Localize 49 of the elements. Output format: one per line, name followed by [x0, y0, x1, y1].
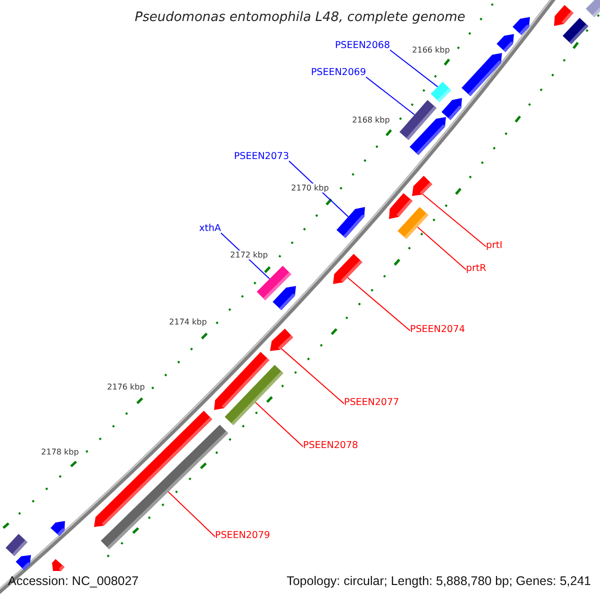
gene-block — [586, 0, 600, 18]
gene-marker — [442, 98, 462, 120]
map-title: Pseudomonas entomophila L48, complete genome — [134, 10, 466, 25]
gene-label: xthA — [199, 223, 221, 235]
scale-label: 2174 kbp — [169, 318, 207, 326]
gene-block — [562, 18, 588, 44]
gene-label: PSEEN2079 — [215, 530, 270, 542]
gene-marker — [496, 34, 514, 52]
gene-marker — [50, 521, 66, 536]
gene-block — [6, 534, 28, 556]
gene-marker — [554, 5, 574, 26]
gene-label: prtR — [466, 263, 486, 275]
gene-label: PSEEN2077 — [344, 397, 400, 409]
gene-marker — [94, 410, 212, 527]
gene-marker — [412, 176, 432, 196]
leader-line — [168, 491, 216, 538]
scale-label: 2168 kbp — [352, 116, 390, 124]
gene-marker — [512, 17, 530, 36]
gene-marker — [214, 352, 270, 410]
gene-marker — [16, 555, 31, 570]
leader-line — [390, 50, 438, 88]
scale-label: 2178 kbp — [41, 448, 79, 456]
gene-marker — [270, 328, 294, 351]
leader-line — [347, 277, 410, 332]
gene-label: prtI — [486, 240, 502, 252]
gene-block — [430, 82, 452, 102]
gene-marker — [410, 117, 446, 156]
genome-stats-text: Topology: circular; Length: 5,888,780 bp; Genes: 5,241 — [286, 574, 591, 588]
scale-label: 2176 kbp — [107, 382, 145, 392]
scale-label: 2172 kbp — [230, 250, 268, 260]
leader-line — [254, 402, 304, 448]
scale-label: 2170 kbp — [291, 184, 329, 192]
gene-marker — [336, 207, 365, 238]
gene-marker — [52, 559, 65, 571]
gene-marker — [389, 193, 413, 219]
leader-line — [422, 194, 486, 248]
gene-marker — [462, 53, 502, 96]
gene-label: PSEEN2069 — [310, 67, 366, 79]
gene-label: PSEEN2073 — [234, 151, 289, 163]
leader-line — [280, 348, 344, 404]
gene-label: PSEEN2068 — [334, 40, 390, 52]
leader-line — [416, 226, 466, 270]
leader-line — [366, 76, 416, 116]
gene-label: PSEEN2074 — [410, 324, 466, 336]
gene-marker — [272, 286, 296, 310]
scale-label: 2166 kbp — [412, 46, 450, 54]
accession-text: Accession: NC_008027 — [8, 574, 139, 588]
gene-label: PSEEN2078 — [303, 440, 358, 452]
gene-marker — [333, 254, 362, 284]
